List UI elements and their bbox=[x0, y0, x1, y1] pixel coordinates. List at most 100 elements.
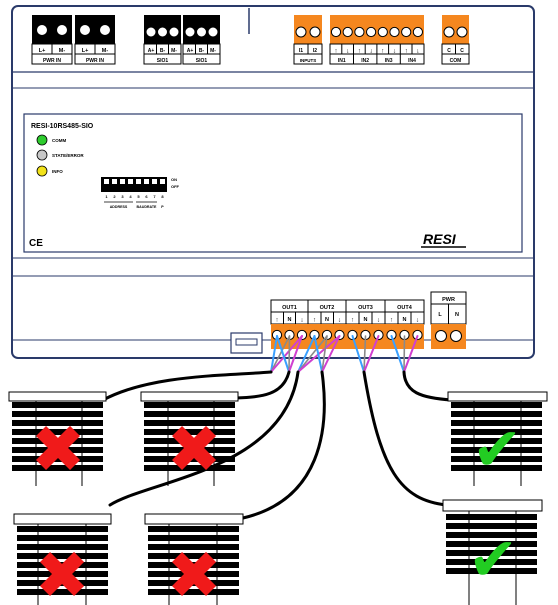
bottom-terminal-4-pin-1: N bbox=[455, 312, 459, 318]
top-terminal-3-pin-2: M- bbox=[210, 48, 216, 54]
ce-mark: CE bbox=[29, 238, 43, 249]
bottom-terminal-2-pin-1: N bbox=[364, 317, 368, 323]
dip-number-6: 6 bbox=[145, 194, 148, 199]
top-terminal-3-label: SIO1 bbox=[196, 58, 208, 64]
blind-0: ✖ bbox=[8, 391, 107, 488]
wire-out1-blind0 bbox=[101, 335, 303, 402]
dip-number-4: 4 bbox=[129, 194, 132, 199]
top-terminal-1: L+ M- PWR IN bbox=[74, 15, 116, 65]
bottom-terminal-0-pin-1: N bbox=[288, 317, 292, 323]
top-terminal-1-pin-1: M- bbox=[102, 48, 109, 54]
led-comm-label: COMM bbox=[52, 138, 66, 143]
info-led-icon bbox=[36, 165, 48, 177]
dip-p-label: P bbox=[161, 205, 164, 209]
top-terminal-9-pin-0: C bbox=[447, 48, 451, 54]
led-comm: COMM bbox=[36, 134, 66, 146]
top-terminal-3: A+ B- M- SIO1 bbox=[182, 15, 221, 65]
blind-2-status-icon: ✖ bbox=[34, 537, 89, 605]
bottom-terminal-4: PWR L N bbox=[430, 291, 467, 349]
top-terminal-2-pin-1: B- bbox=[160, 48, 166, 54]
bottom-terminal-2-pin-0: ↑ bbox=[351, 317, 354, 324]
blind-5-status-icon: ✔ bbox=[468, 525, 518, 595]
top-terminal-9: C C COM bbox=[441, 15, 470, 65]
top-terminal-9-label: COM bbox=[450, 58, 462, 64]
bottom-terminal-1-pin-1: N bbox=[325, 317, 329, 323]
top-terminal-8-label: IN4 bbox=[408, 58, 416, 64]
bottom-terminal-4-label: PWR bbox=[442, 297, 455, 303]
top-terminal-4: I1 I2 INPUTS bbox=[293, 15, 323, 65]
top-terminal-6-label: IN2 bbox=[361, 58, 369, 64]
top-terminal-2-pin-0: A+ bbox=[148, 48, 155, 54]
top-terminal-6: ↑ ↓ IN2 bbox=[358, 48, 373, 65]
wires bbox=[101, 335, 454, 520]
dip-switch[interactable]: ON OFF 1 2 3 4 5 6 7 8 ADDRESS BAUDRATE … bbox=[101, 177, 180, 209]
top-terminal-1-label: PWR IN bbox=[86, 58, 104, 64]
dip-on-label: ON bbox=[171, 177, 177, 182]
top-terminal-6-pin-0: ↑ bbox=[358, 48, 361, 55]
bottom-terminal-3-pin-0: ↑ bbox=[390, 317, 393, 324]
top-terminal-block-in bbox=[329, 15, 425, 65]
blind-1-status-icon: ✖ bbox=[166, 411, 221, 488]
bottom-terminal-3: OUT4 ↑ N ↓ bbox=[390, 305, 419, 324]
dip-number-5: 5 bbox=[137, 194, 140, 199]
top-terminal-0-pin-0: L+ bbox=[39, 48, 46, 54]
wire-out4-blind4 bbox=[390, 335, 454, 402]
top-terminal-7-pin-1: ↓ bbox=[393, 48, 396, 55]
brand-logo-text: RESI bbox=[423, 231, 457, 247]
dip-baudrate-label: BAUDRATE bbox=[137, 205, 157, 209]
top-terminal-8-pin-0: ↑ bbox=[405, 48, 408, 55]
blind-3: ✖ bbox=[144, 513, 244, 605]
blind-0-status-icon: ✖ bbox=[30, 411, 85, 488]
dip-number-8: 8 bbox=[161, 194, 164, 199]
led-state-error: STATE/ERROR bbox=[36, 149, 84, 161]
blind-3-status-icon: ✖ bbox=[166, 537, 221, 605]
led-state-error-label: STATE/ERROR bbox=[52, 153, 84, 158]
wire-out2-blind3 bbox=[241, 335, 341, 520]
top-terminal-4-label: INPUTS bbox=[300, 58, 317, 63]
top-terminal-4-pin-0: I1 bbox=[299, 48, 303, 54]
comm-led-icon bbox=[36, 134, 48, 146]
top-terminal-3-pin-1: B- bbox=[199, 48, 205, 54]
bottom-terminal-1-pin-2: ↓ bbox=[338, 317, 341, 324]
dip-number-1: 1 bbox=[105, 194, 108, 199]
top-terminal-7-label: IN3 bbox=[385, 58, 393, 64]
model-label: RESI-10RS485-SIO bbox=[31, 123, 94, 130]
dip-number-2: 2 bbox=[113, 194, 116, 199]
bottom-terminal-0-pin-2: ↓ bbox=[300, 317, 303, 324]
blind-5: ✔ bbox=[442, 499, 543, 605]
state-error-led-icon bbox=[36, 149, 48, 161]
dip-address-label: ADDRESS bbox=[110, 205, 128, 209]
top-terminal-2-label: SIO1 bbox=[157, 58, 169, 64]
device-housing bbox=[11, 5, 535, 359]
bottom-terminal-3-label: OUT4 bbox=[397, 305, 413, 311]
top-terminal-5: ↑ ↓ IN1 bbox=[334, 48, 349, 65]
top-terminal-0-label: PWR IN bbox=[43, 58, 61, 64]
bottom-terminal-2-label: OUT3 bbox=[358, 305, 373, 311]
top-terminal-4-pin-1: I2 bbox=[313, 48, 317, 54]
blind-1: ✖ bbox=[140, 391, 239, 488]
top-terminal-8-pin-1: ↓ bbox=[416, 48, 419, 55]
top-terminal-2: A+ B- M- SIO1 bbox=[143, 15, 182, 65]
wire-out3-blind5 bbox=[351, 335, 449, 507]
dip-number-3: 3 bbox=[121, 194, 124, 199]
top-terminal-1-pin-0: L+ bbox=[82, 48, 89, 54]
top-terminal-5-pin-0: ↑ bbox=[334, 48, 337, 55]
bottom-terminal-1-pin-0: ↑ bbox=[313, 317, 316, 324]
top-terminal-5-pin-1: ↓ bbox=[346, 48, 349, 55]
bottom-terminal-0-label: OUT1 bbox=[282, 305, 297, 311]
top-terminal-0: L+ M- PWR IN bbox=[31, 15, 73, 65]
top-terminal-2-pin-2: M- bbox=[171, 48, 177, 54]
bottom-terminal-2-pin-2: ↓ bbox=[377, 317, 380, 324]
bottom-terminal-1: OUT2 ↑ N ↓ bbox=[313, 305, 341, 324]
bottom-terminal-3-pin-2: ↓ bbox=[416, 317, 419, 324]
dip-number-7: 7 bbox=[153, 194, 156, 199]
top-terminal-7: ↑ ↓ IN3 bbox=[381, 48, 396, 65]
top-terminal-3-pin-0: A+ bbox=[187, 48, 194, 54]
led-info-label: INFO bbox=[52, 169, 63, 174]
top-terminal-0-pin-1: M- bbox=[59, 48, 66, 54]
wire-out1-blind1 bbox=[234, 335, 303, 400]
bottom-terminal-0: OUT1 ↑ N ↓ bbox=[275, 305, 303, 324]
top-terminal-5-label: IN1 bbox=[338, 58, 346, 64]
bottom-terminal-4-pin-0: L bbox=[438, 312, 442, 318]
